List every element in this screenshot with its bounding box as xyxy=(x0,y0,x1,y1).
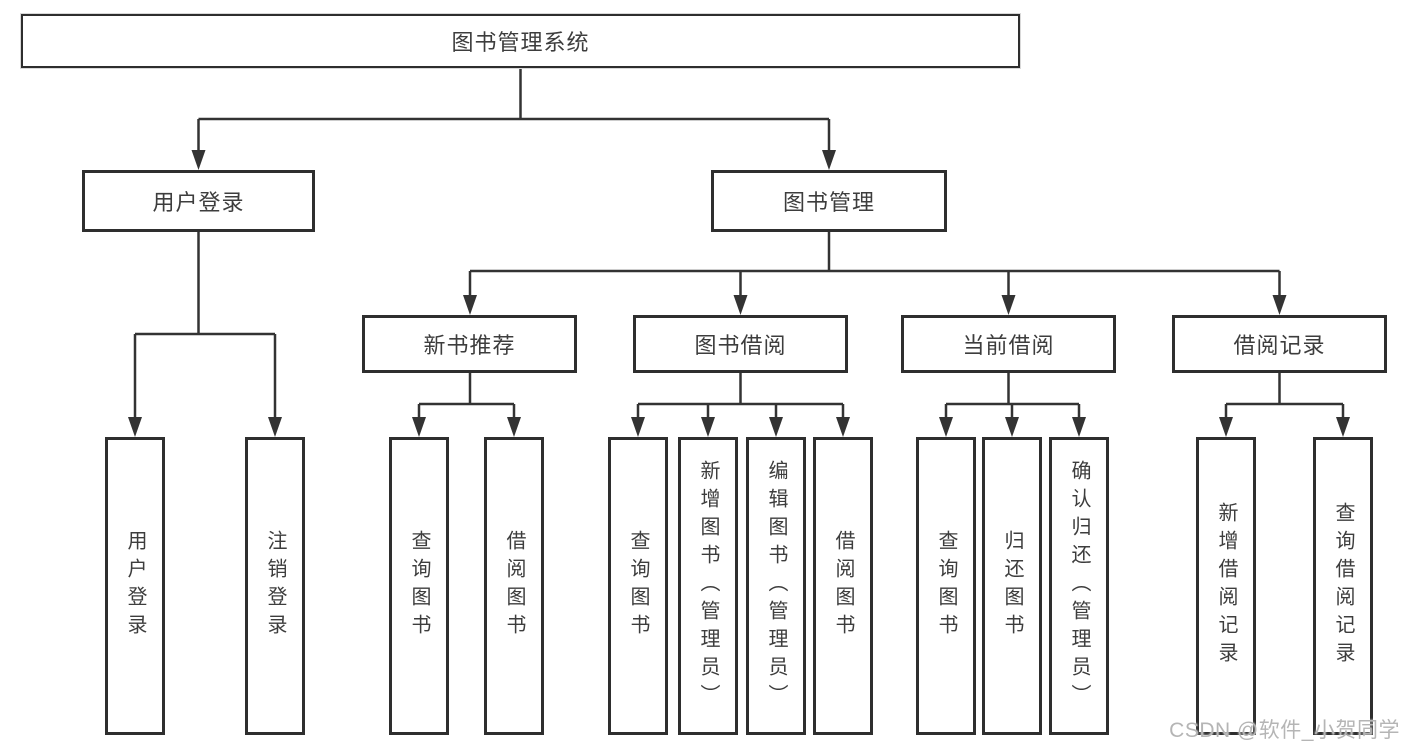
node-current-borrow: 当前借阅 xyxy=(901,315,1116,373)
node-book-management: 图书管理 xyxy=(711,170,947,232)
node-root-label: 图书管理系统 xyxy=(451,30,590,55)
csdn-watermark: CSDN @软件_小贺同学 xyxy=(1169,719,1400,742)
leaf-add-borrow-record-label: 新增借阅记录 xyxy=(1215,502,1237,670)
node-new-book-recommend: 新书推荐 xyxy=(362,315,577,373)
leaf-confirm-return-admin: 确认归还（管理员） xyxy=(1049,437,1109,735)
leaf-add-borrow-record: 新增借阅记录 xyxy=(1196,437,1256,735)
leaf-edit-book-admin: 编辑图书（管理员） xyxy=(746,437,806,735)
leaf-edit-book-admin-label: 编辑图书（管理员） xyxy=(765,460,787,712)
leaf-user-login-label: 用户登录 xyxy=(124,530,146,642)
node-user-login: 用户登录 xyxy=(82,170,315,232)
node-root: 图书管理系统 xyxy=(21,14,1020,68)
node-current-borrow-label: 当前借阅 xyxy=(962,333,1055,358)
node-book-borrow: 图书借阅 xyxy=(633,315,848,373)
leaf-return-books-label: 归还图书 xyxy=(1001,530,1023,642)
leaf-recommend-query-books: 查询图书 xyxy=(389,437,449,735)
node-new-book-recommend-label: 新书推荐 xyxy=(423,333,516,358)
node-borrow-records-label: 借阅记录 xyxy=(1233,333,1326,358)
leaf-borrow-query-books-label: 查询图书 xyxy=(627,530,649,642)
leaf-user-login: 用户登录 xyxy=(105,437,165,735)
leaf-borrow-borrow-books-label: 借阅图书 xyxy=(832,530,854,642)
leaf-add-book-admin-label: 新增图书（管理员） xyxy=(697,460,719,712)
node-book-borrow-label: 图书借阅 xyxy=(694,333,787,358)
leaf-logout-label: 注销登录 xyxy=(264,530,286,642)
leaf-query-borrow-record: 查询借阅记录 xyxy=(1313,437,1373,735)
node-book-management-label: 图书管理 xyxy=(782,190,875,215)
leaf-add-book-admin: 新增图书（管理员） xyxy=(678,437,738,735)
node-borrow-records: 借阅记录 xyxy=(1172,315,1387,373)
leaf-current-query-books: 查询图书 xyxy=(916,437,976,735)
leaf-recommend-borrow-books: 借阅图书 xyxy=(484,437,544,735)
leaf-recommend-borrow-books-label: 借阅图书 xyxy=(503,530,525,642)
leaf-query-borrow-record-label: 查询借阅记录 xyxy=(1332,502,1354,670)
leaf-borrow-query-books: 查询图书 xyxy=(608,437,668,735)
arrowheads xyxy=(128,150,1350,437)
leaf-return-books: 归还图书 xyxy=(982,437,1042,735)
leaf-confirm-return-admin-label: 确认归还（管理员） xyxy=(1068,460,1090,712)
leaf-logout: 注销登录 xyxy=(245,437,305,735)
leaf-borrow-borrow-books: 借阅图书 xyxy=(813,437,873,735)
leaf-recommend-query-books-label: 查询图书 xyxy=(408,530,430,642)
leaf-current-query-books-label: 查询图书 xyxy=(935,530,957,642)
node-user-login-label: 用户登录 xyxy=(152,190,245,215)
